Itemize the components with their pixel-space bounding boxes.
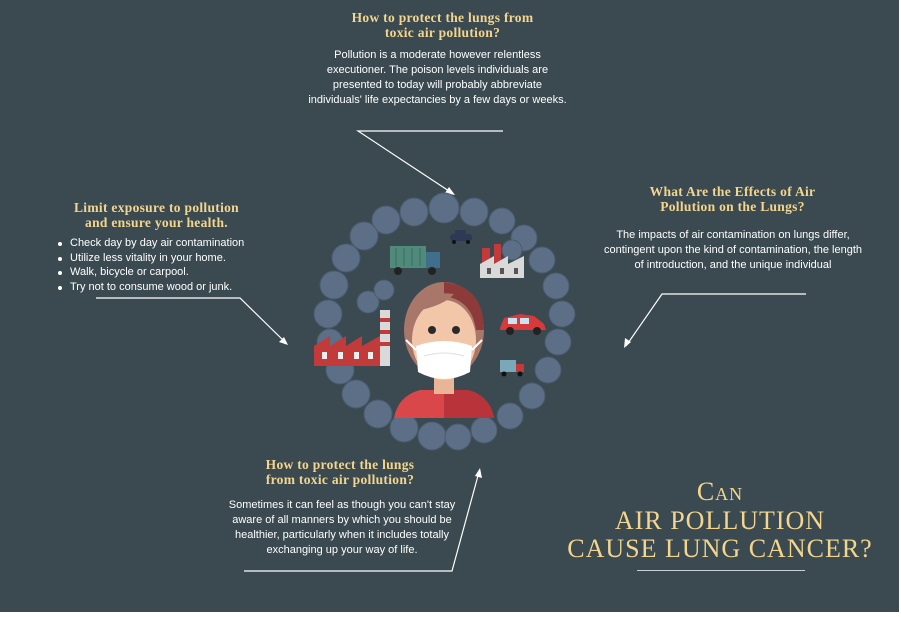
- bottom-heading: How to protect the lungs from toxic air …: [235, 457, 445, 487]
- bottom-body: Sometimes it can feel as though you can'…: [228, 499, 456, 556]
- list-item: Walk, bicycle or carpool.: [56, 265, 276, 280]
- left-heading: Limit exposure to pollution and ensure y…: [44, 200, 269, 230]
- title-underline: [637, 570, 805, 571]
- bottom-heading-line2: from toxic air pollution?: [265, 472, 415, 487]
- factory-icon: [480, 244, 524, 278]
- right-arrowhead: [624, 338, 631, 348]
- title-line-1: Can: [696, 477, 744, 506]
- truck-icon: [390, 246, 440, 275]
- list-item: Utilize less vitality in your home.: [56, 251, 276, 266]
- left-heading-line1: Limit exposure to pollution: [74, 200, 239, 215]
- right-heading: What Are the Effects of Air Pollution on…: [620, 184, 845, 214]
- top-body: Pollution is a moderate however relentle…: [308, 49, 567, 106]
- top-connector: [356, 130, 503, 194]
- list-item: Check day by day air contamination: [56, 236, 276, 251]
- top-heading-line1: How to protect the lungs from: [351, 10, 534, 25]
- truck-icon: [500, 360, 524, 377]
- bottom-connector: [244, 471, 480, 572]
- right-heading-line2: Pollution on the Lungs?: [660, 199, 805, 214]
- person-with-mask-icon: [394, 282, 494, 418]
- pollution-illustration: [313, 192, 576, 451]
- right-heading-line1: What Are the Effects of Air: [649, 184, 816, 199]
- left-arrowhead: [279, 337, 288, 345]
- factory-icon: [314, 310, 390, 366]
- left-connector: [96, 297, 287, 344]
- car-icon: [500, 314, 546, 335]
- left-bullet-list: Check day by day air contamination Utili…: [56, 236, 276, 294]
- title-line-3: cause lung cancer?: [567, 534, 873, 563]
- bottom-heading-line1: How to protect the lungs: [265, 457, 415, 472]
- top-heading-line2: toxic air pollution?: [384, 25, 501, 40]
- title-line-2: air pollution: [614, 506, 826, 535]
- smoke-ring-icon: [313, 192, 576, 451]
- car-icon: [450, 230, 472, 244]
- right-connector: [625, 293, 806, 347]
- left-heading-line2: and ensure your health.: [85, 215, 228, 230]
- right-body: The impacts of air contamination on lung…: [603, 229, 863, 271]
- list-item: Try not to consume wood or junk.: [56, 280, 276, 295]
- top-heading: How to protect the lungs from toxic air …: [300, 10, 585, 40]
- bottom-arrowhead: [475, 468, 482, 478]
